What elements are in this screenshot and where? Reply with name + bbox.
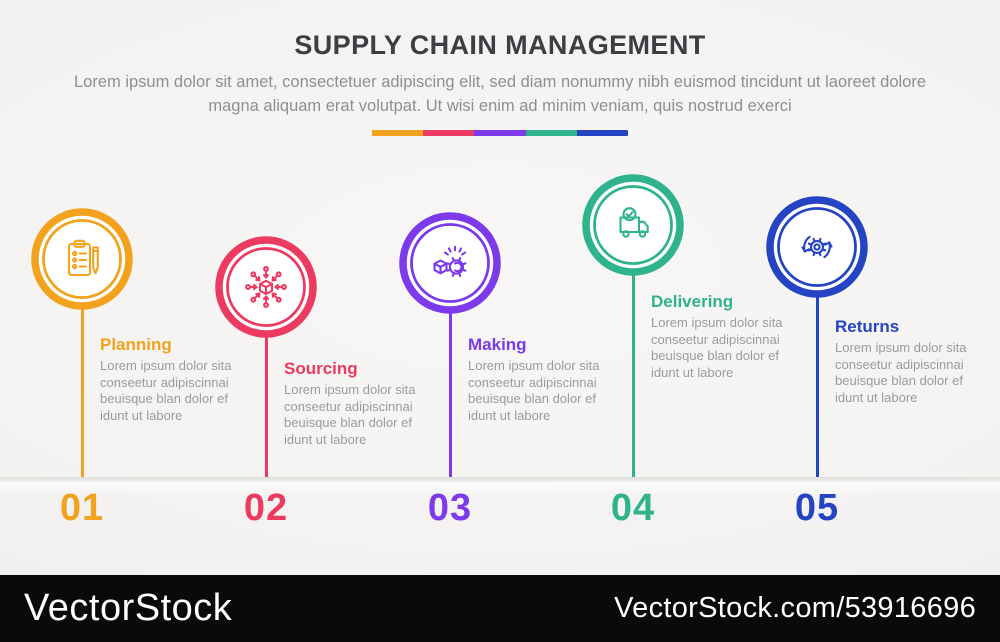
step-title: Sourcing <box>284 359 358 378</box>
connector-line <box>264 287 268 478</box>
step-circle <box>398 211 502 315</box>
baseline-divider <box>0 477 1000 482</box>
title-divider-bar <box>372 130 628 136</box>
divider-segment <box>576 130 628 136</box>
step-title: Delivering <box>651 292 734 311</box>
watermark-footer: VectorStock VectorStock.com/53916696 <box>0 575 1000 642</box>
step-number: 05 <box>794 487 840 529</box>
returns-cycle-icon <box>766 196 868 298</box>
step-circle <box>581 173 685 277</box>
connector-line <box>631 225 635 478</box>
step-number: 01 <box>59 487 105 529</box>
step-title: Returns <box>835 317 900 336</box>
baseline-glow <box>0 482 1000 496</box>
step-title: Making <box>468 335 527 354</box>
connector-line <box>815 247 819 478</box>
divider-segment <box>474 130 526 136</box>
delivery-truck-icon <box>582 174 684 276</box>
step-number: 03 <box>427 487 473 529</box>
vectorstock-logo: VectorStock <box>24 587 233 629</box>
step-circle <box>214 235 318 339</box>
connector-line <box>448 263 452 478</box>
manufacturing-gear-icon <box>399 212 501 314</box>
clipboard-icon <box>31 208 133 310</box>
distribution-box-icon <box>215 236 317 338</box>
step-description: Lorem ipsum dolor sita conseetur adipisc… <box>651 315 783 380</box>
step-number: 02 <box>243 487 289 529</box>
step-description: Lorem ipsum dolor sita conseetur adipisc… <box>100 358 232 423</box>
step-circle <box>765 195 869 299</box>
step-description: Lorem ipsum dolor sita conseetur adipisc… <box>284 382 416 447</box>
page-title: SUPPLY CHAIN MANAGEMENT <box>294 30 706 60</box>
divider-segment <box>525 130 577 136</box>
step-circle <box>30 207 134 311</box>
page-subtitle: Lorem ipsum dolor sit amet, consectetuer… <box>73 73 927 115</box>
step-number: 04 <box>610 487 656 529</box>
connector-line <box>80 259 84 478</box>
vectorstock-watermark-url: VectorStock.com/53916696 <box>614 592 976 624</box>
step-title: Planning <box>100 335 172 354</box>
step-description: Lorem ipsum dolor sita conseetur adipisc… <box>835 340 967 405</box>
divider-segment <box>372 130 424 136</box>
step-description: Lorem ipsum dolor sita conseetur adipisc… <box>468 358 600 423</box>
divider-segment <box>423 130 475 136</box>
